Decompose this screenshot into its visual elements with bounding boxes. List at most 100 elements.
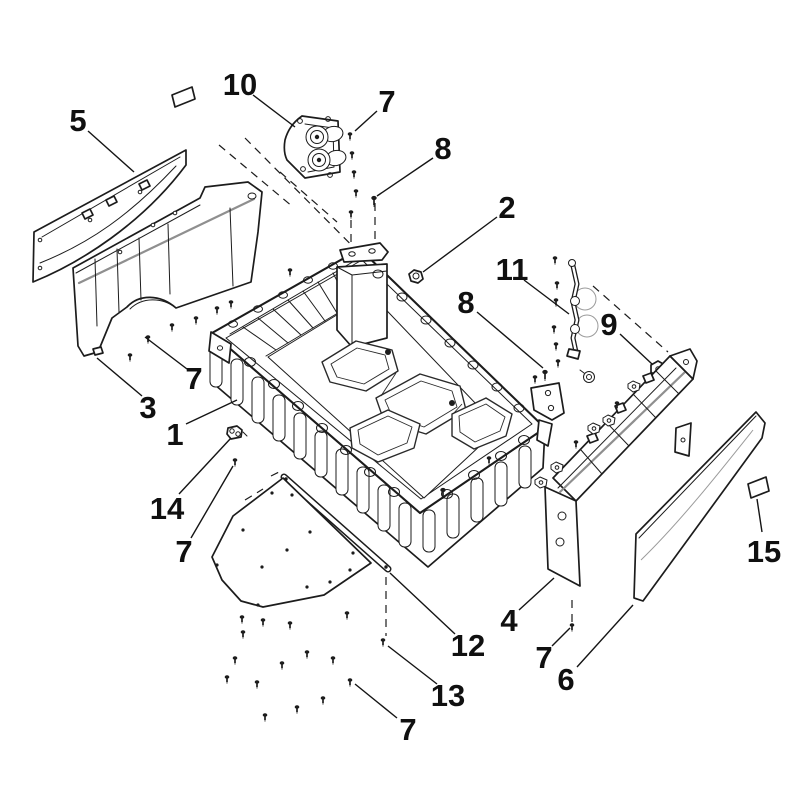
diagram-line	[494, 461, 508, 507]
diagram-line	[377, 484, 391, 532]
corner-bracket	[530, 382, 565, 421]
diagram-line	[230, 358, 244, 406]
clip-hole	[538, 480, 544, 485]
screw-fastener	[279, 661, 285, 670]
clip-body	[602, 414, 616, 427]
floor-drain-dot	[449, 400, 455, 406]
screw-fastener	[344, 611, 350, 620]
screw-head	[330, 656, 336, 660]
screw-fastener	[287, 621, 293, 630]
diagram-line	[388, 487, 400, 497]
screw-head	[486, 456, 492, 460]
panel-clip	[138, 179, 151, 191]
diagram-line	[544, 389, 552, 397]
clip-nut	[587, 422, 601, 435]
screw-fastener	[304, 650, 310, 659]
screw-head	[614, 401, 620, 405]
part-11-latch-rod	[566, 259, 599, 360]
small-dots	[37, 189, 455, 607]
callout-leader-line	[96, 357, 143, 397]
screw-head	[554, 281, 560, 285]
callout-15: 15	[747, 498, 781, 569]
assembly-axis-dashed-line	[218, 144, 294, 208]
panel-clip	[81, 208, 94, 220]
callout-leader-line	[185, 399, 238, 425]
screw-fastener	[347, 678, 353, 687]
callout-number: 11	[496, 252, 529, 287]
screw-fastener	[486, 456, 492, 465]
diagram-line	[314, 430, 328, 478]
callout-leader-line	[576, 604, 634, 668]
diagram-line	[683, 359, 689, 365]
screw-fastener	[349, 151, 355, 160]
diagram-line	[211, 477, 372, 608]
diagram-line	[242, 431, 248, 437]
diagram-line	[468, 470, 480, 480]
diagram-line	[446, 493, 460, 539]
callout-leader-line	[178, 437, 232, 495]
diagram-line	[669, 348, 698, 380]
screw-fastener	[348, 210, 354, 219]
part-1-cargo-box	[208, 242, 565, 568]
diagram-line	[558, 370, 687, 494]
callout-1: 1	[166, 399, 238, 452]
clip-hole	[554, 465, 560, 470]
callout-number: 6	[557, 662, 574, 697]
callout-number: 14	[150, 491, 185, 526]
callout-8: 8	[376, 131, 452, 197]
callout-leader-line	[518, 577, 555, 611]
callout-number: 4	[500, 603, 518, 638]
floor-drain-dot	[385, 349, 391, 355]
diagram-line	[328, 262, 338, 270]
callout-9: 9	[600, 307, 653, 365]
callout-7: 7	[144, 336, 203, 396]
diagram-line	[467, 360, 479, 370]
clip-nut	[550, 461, 564, 474]
callout-leader-line	[87, 130, 135, 173]
diagram-line	[235, 431, 241, 437]
diagram-line	[72, 181, 263, 357]
rivet-dot	[37, 265, 43, 271]
screw-fastener	[573, 440, 579, 449]
plate-screw-dot	[348, 568, 352, 572]
panel-clip	[105, 195, 118, 207]
callout-number: 8	[434, 131, 451, 166]
diagram-line	[356, 466, 370, 514]
part-10-latch-assembly	[283, 115, 347, 179]
diagram-line	[638, 415, 757, 539]
screw-fastener	[351, 170, 357, 179]
callout-leader-line	[756, 498, 763, 533]
screw-head	[193, 316, 199, 320]
diagram-line	[278, 291, 288, 299]
screw-head	[262, 713, 268, 717]
diagram-line	[408, 269, 424, 284]
screw-fastener	[232, 458, 238, 467]
diagram-line	[310, 130, 324, 144]
screw-fastener	[542, 369, 548, 381]
callout-number: 1	[166, 417, 183, 452]
screw-fastener	[371, 195, 377, 207]
screw-head	[380, 638, 386, 642]
diagram-line	[396, 292, 408, 302]
diagram-line	[77, 197, 256, 285]
callout-7: 7	[354, 683, 417, 747]
screw-fastener	[232, 656, 238, 665]
callout-2: 2	[422, 190, 516, 273]
callout-number: 13	[431, 678, 465, 713]
plate-screw-dot	[241, 528, 245, 532]
rivet-dot	[172, 210, 178, 216]
callout-number: 8	[457, 285, 474, 320]
screw-head	[232, 656, 238, 660]
screw-fastener	[440, 487, 446, 499]
screw-fastener	[347, 132, 353, 141]
screw-fastener	[214, 306, 220, 315]
screw-fastener	[169, 323, 175, 332]
diagram-line	[242, 272, 351, 351]
part-5-outer-left-panel	[32, 149, 187, 283]
part-15-decal-tag	[747, 476, 770, 499]
screw-fastener	[262, 713, 268, 722]
diagram-line	[247, 192, 257, 200]
diagram-line	[325, 116, 331, 122]
screw-fastener	[552, 256, 558, 265]
